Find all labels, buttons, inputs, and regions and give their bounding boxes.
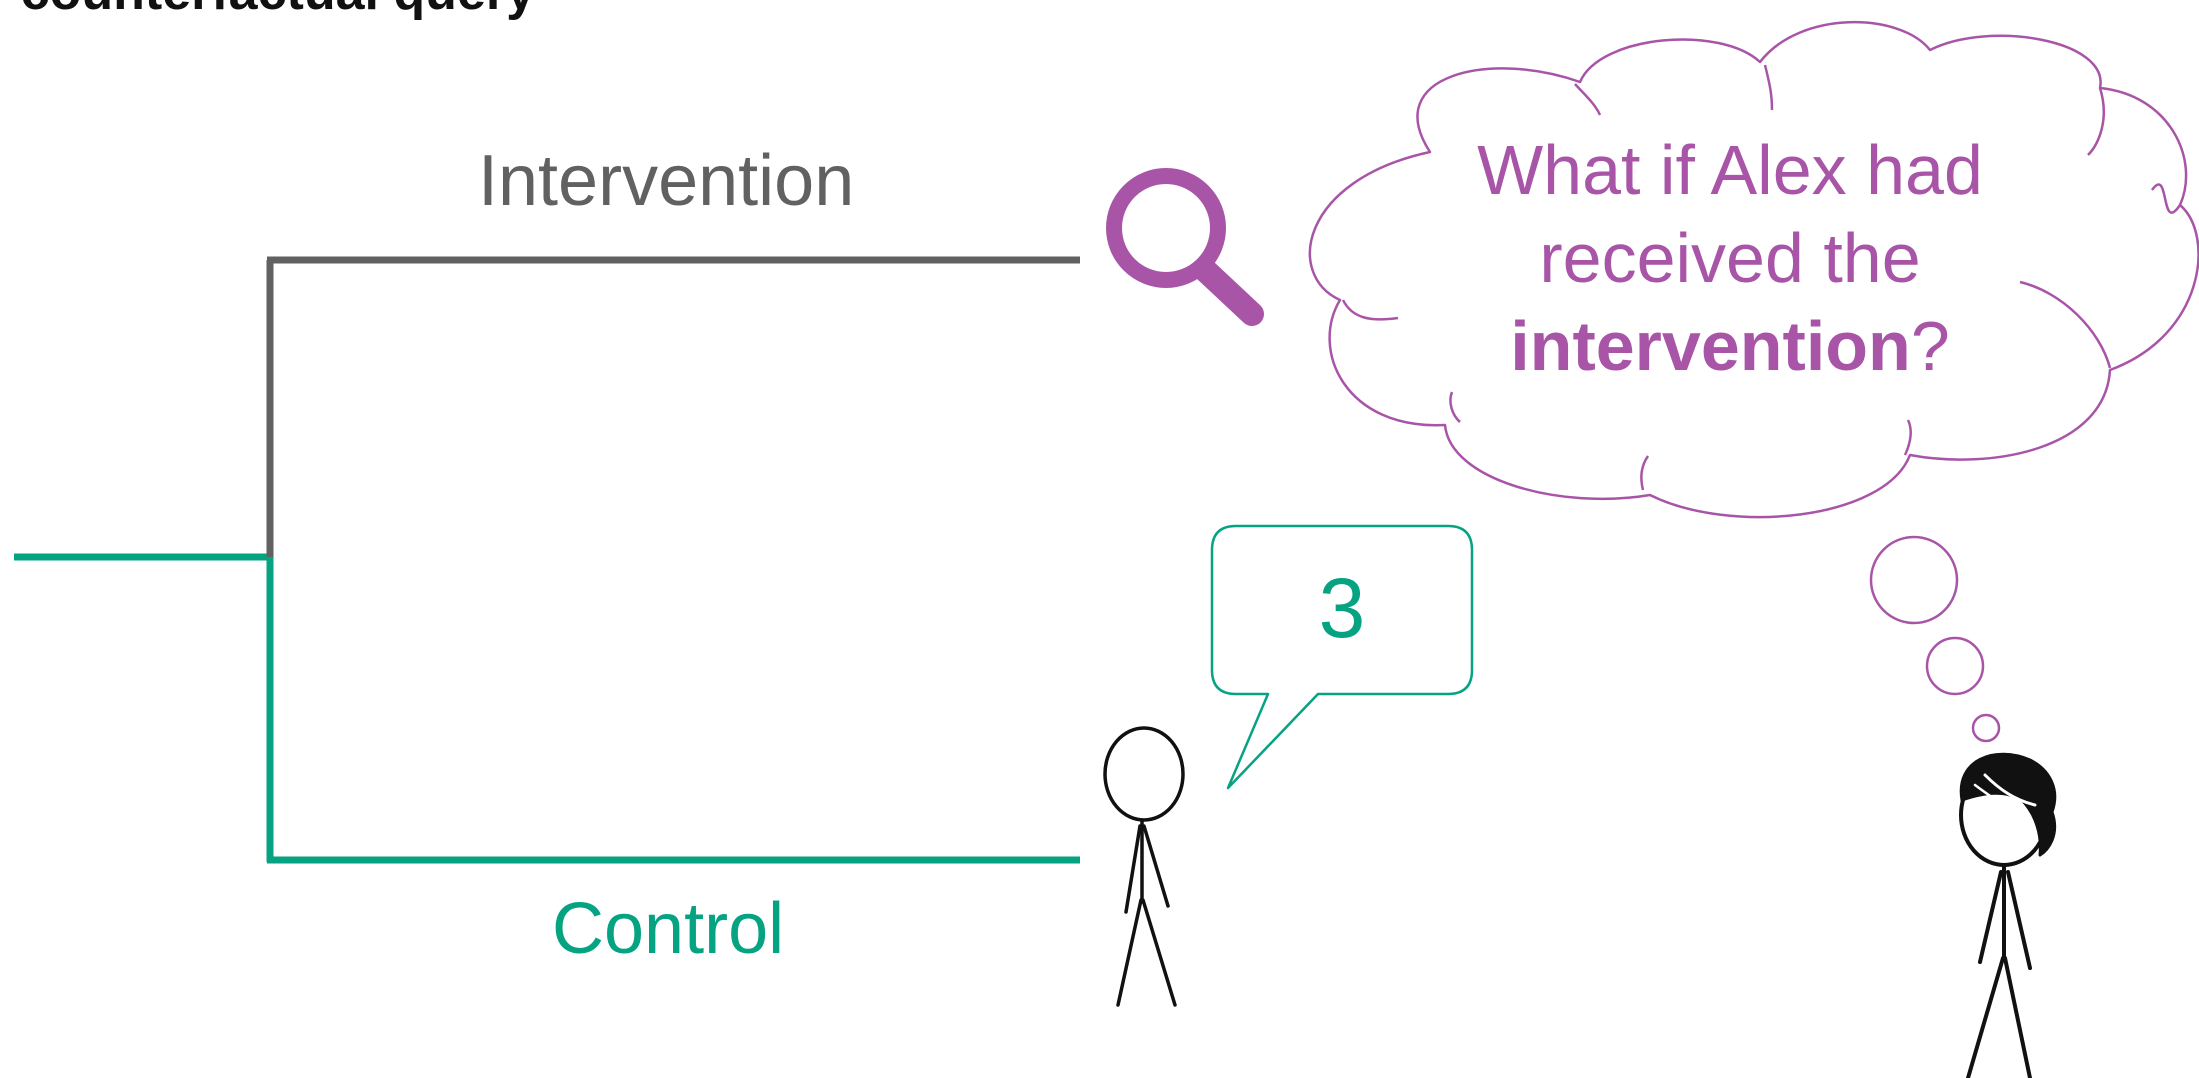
speech-bubble <box>1210 524 1474 790</box>
stick-figure-with-hair-icon <box>1959 752 2057 1078</box>
thought-suffix: ? <box>1910 307 1950 385</box>
thought-trail-small <box>1971 713 2001 743</box>
thought-line-3: intervention? <box>1370 302 2090 390</box>
thought-cloud-detail-lines <box>1341 64 2182 491</box>
speech-bubble-value: 3 <box>1318 561 1366 655</box>
thought-line-2: received the <box>1539 219 1921 297</box>
thought-trail-large <box>1869 535 1959 625</box>
intervention-label: Intervention <box>478 141 855 221</box>
page-title: r counterfactual query <box>0 0 535 22</box>
thought-emphasis: intervention <box>1510 307 1911 385</box>
magnifying-glass-icon <box>1106 168 1264 326</box>
thought-trail-medium <box>1925 636 1985 696</box>
branch-tree <box>14 256 1080 864</box>
stick-figure-icon <box>1103 726 1185 1007</box>
control-label: Control <box>552 889 785 969</box>
thought-trail-bubbles <box>1869 535 2001 743</box>
thought-text: What if Alex had received the interventi… <box>1370 126 2090 390</box>
thought-cloud <box>1308 20 2199 519</box>
thought-line-1: What if Alex had <box>1477 131 1983 209</box>
